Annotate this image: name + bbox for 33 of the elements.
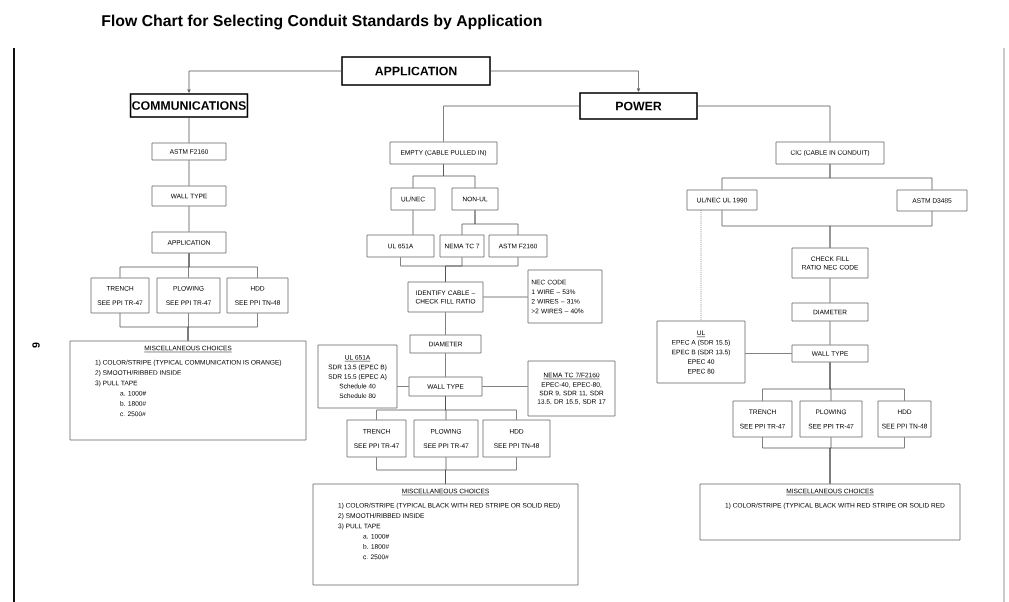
connector [481,386,529,387]
category-box: POWER [579,92,698,120]
connector [445,352,446,378]
connector [829,320,831,346]
connector [445,395,517,421]
connector [188,252,258,279]
connector [829,277,831,304]
connector [396,386,410,387]
page-number: 9 [32,342,40,348]
connector [829,436,905,485]
connector [188,117,190,144]
connector [187,312,258,342]
connector [829,361,905,402]
connector [443,163,476,189]
connector [188,205,190,233]
connector [482,296,529,298]
connector [744,353,793,354]
connector [445,256,519,283]
connector [829,210,933,249]
connector [443,105,580,143]
connector [700,209,702,322]
title: Flow Chart for Selecting Conduit Standards by Application [102,14,542,30]
connector [445,456,517,485]
connector [445,311,446,336]
category-box: APPLICATION [341,56,491,86]
connector [188,159,190,187]
connector [412,209,414,236]
category-box: COMMUNICATIONS [129,93,249,118]
arrow [187,70,342,93]
connector [474,209,519,236]
connector [697,105,831,143]
connector [829,163,933,191]
arrow [490,70,641,92]
